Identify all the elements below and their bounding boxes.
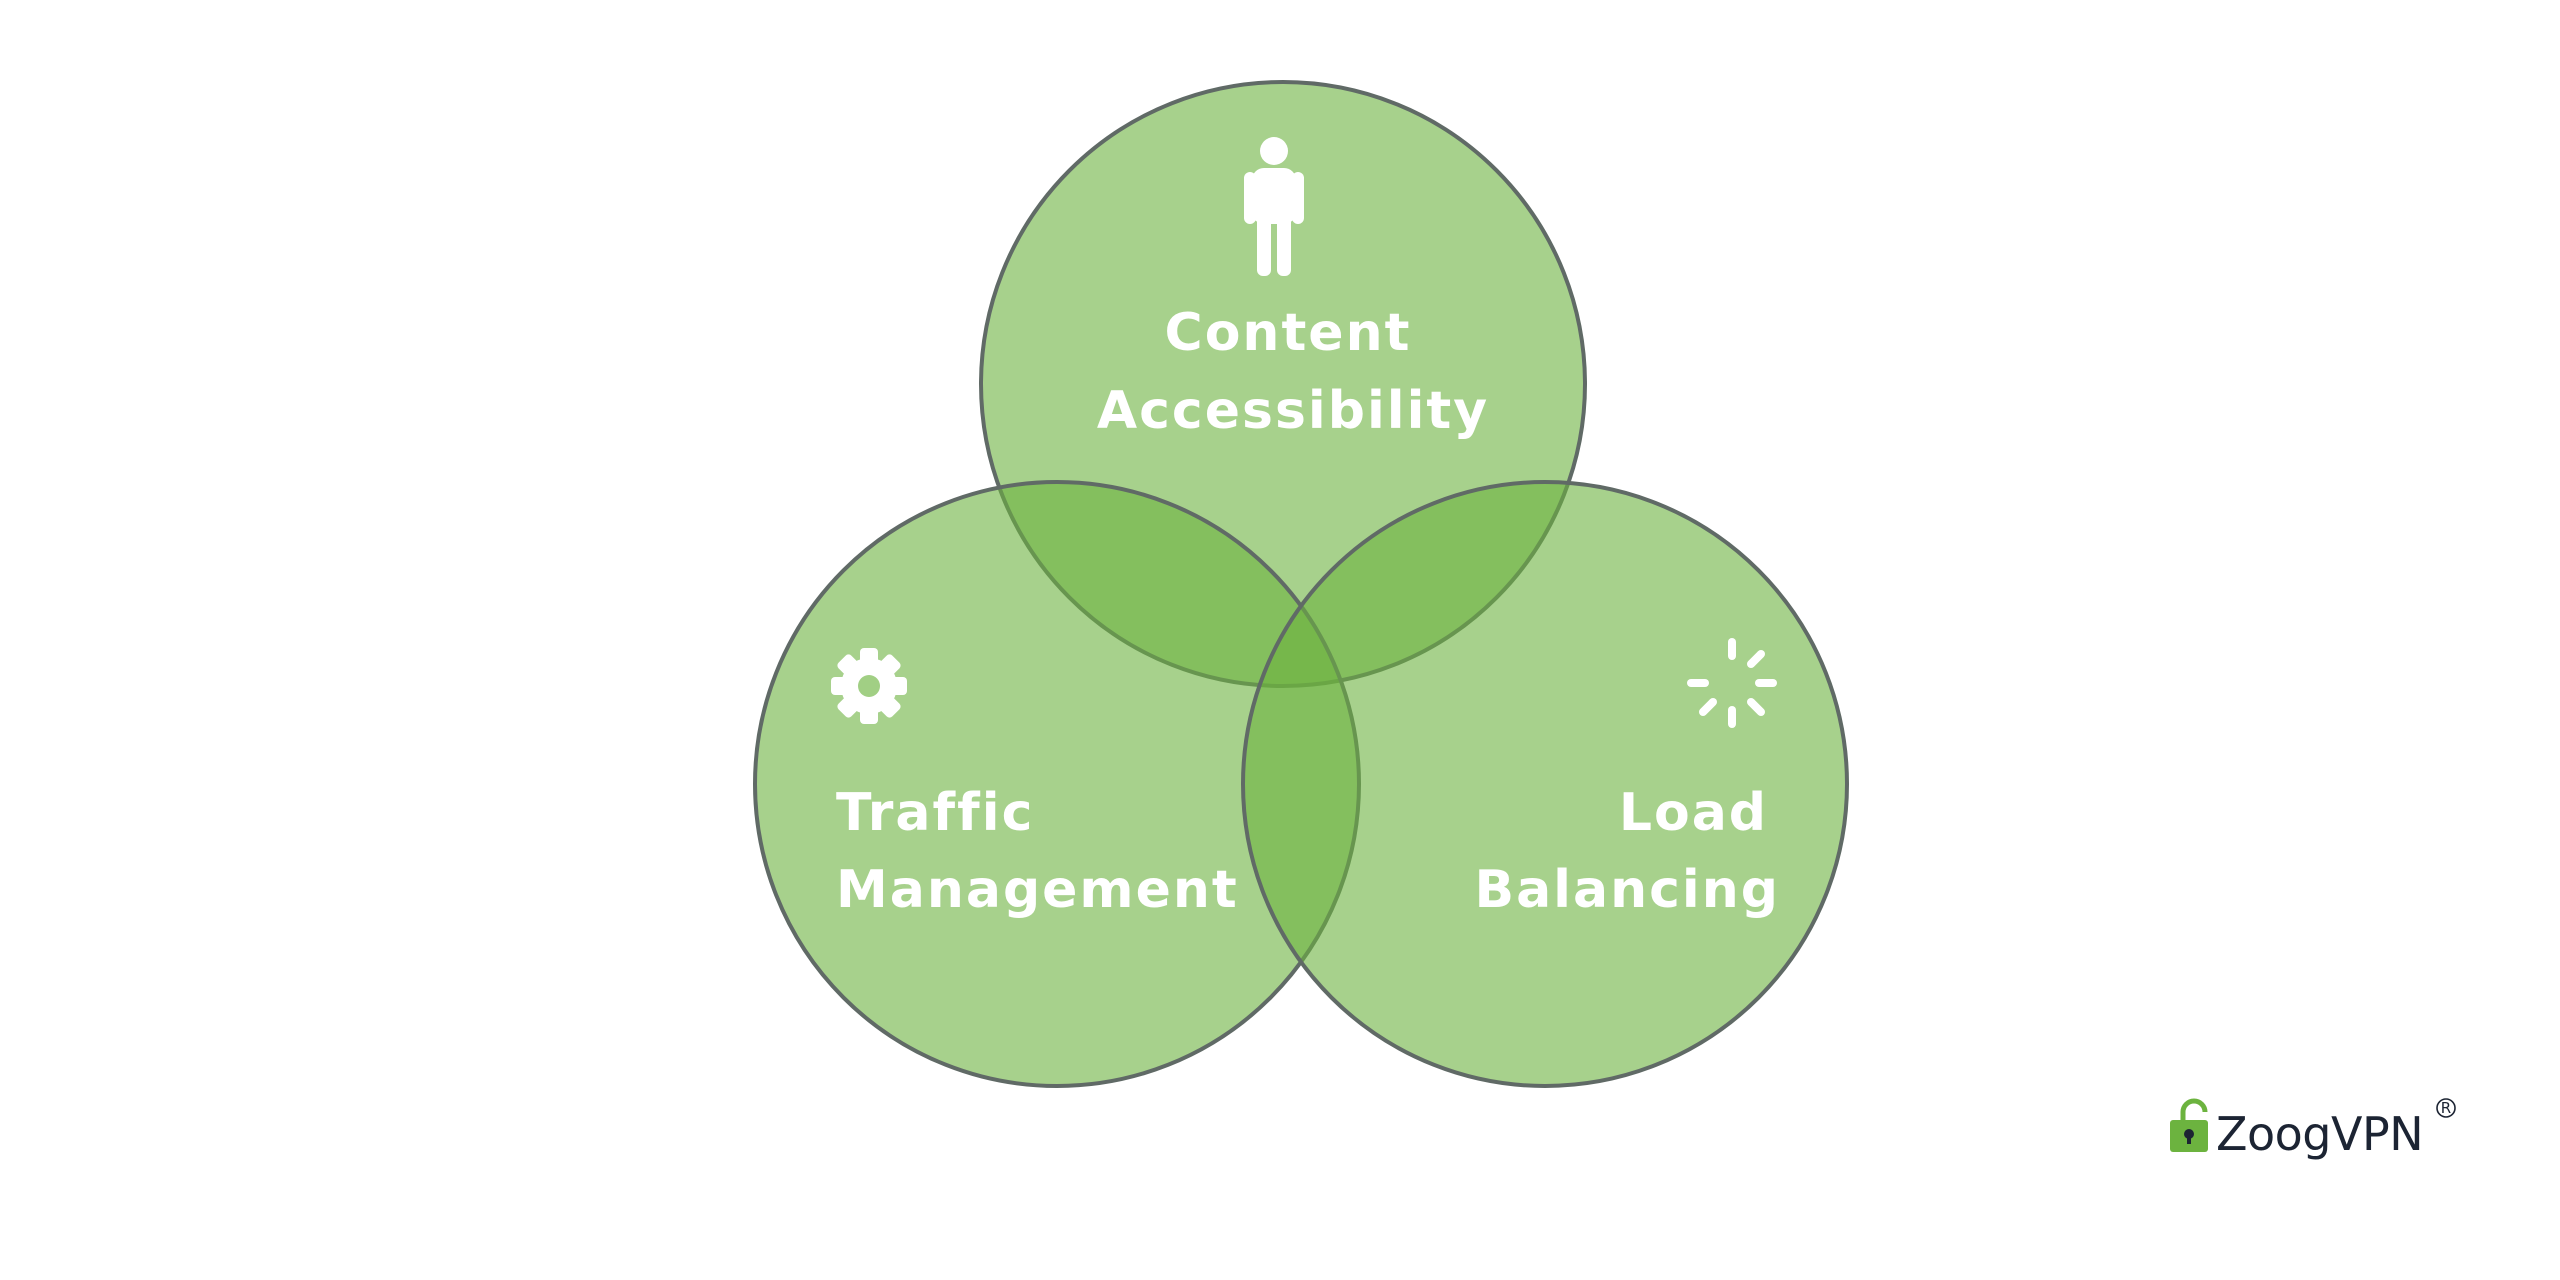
padlock-icon — [2170, 1098, 2208, 1152]
label-load-line1: Load — [1619, 783, 1768, 843]
label-content-line2: Accessibility — [1097, 381, 1489, 441]
label-content-line1: Content — [1165, 303, 1412, 363]
registered-letter: R — [2441, 1099, 2451, 1117]
label-traffic-line2: Management — [836, 860, 1239, 920]
registered-mark: R — [2436, 1098, 2456, 1118]
gear-icon — [831, 648, 907, 724]
brand-name: ZoogVPN — [2216, 1107, 2423, 1161]
circle-load-balancing — [1241, 480, 1849, 1088]
person-icon — [1244, 137, 1304, 276]
loading-spinner-icon — [1687, 638, 1777, 728]
venn-circles — [753, 80, 1849, 1088]
brand-logo: ZoogVPN R — [2170, 1098, 2456, 1161]
label-load-line2: Balancing — [1474, 860, 1780, 920]
labels: Content Accessibility Traffic Management… — [836, 303, 1780, 920]
label-traffic-line1: Traffic — [836, 783, 1034, 843]
